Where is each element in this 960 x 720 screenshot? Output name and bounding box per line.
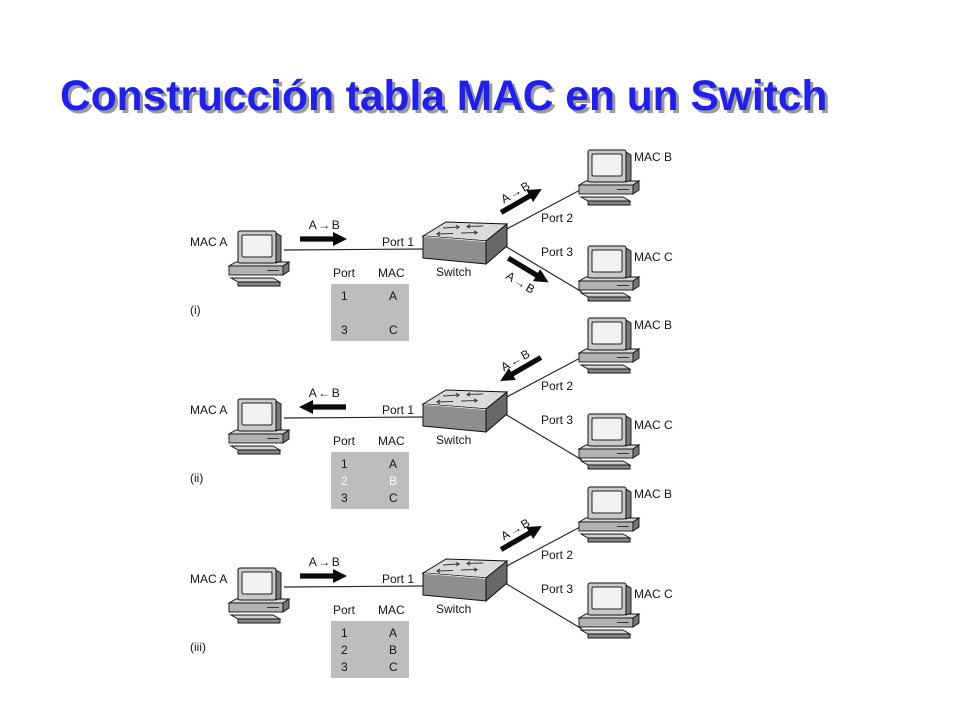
link-port-3-mac-c	[499, 410, 583, 461]
link-port-3-mac-c	[499, 579, 583, 630]
frame-label-port-1: A→B	[309, 218, 342, 232]
panel-tag: (iii)	[190, 640, 206, 654]
panel-i: MAC A MAC B MAC C Port 1 Port 2 Port 3 S…	[190, 149, 673, 341]
mac-table-header-port: Port	[333, 266, 356, 280]
mac-table-cell-port: 3	[341, 323, 348, 337]
mac-table-cell-mac: C	[389, 323, 398, 337]
panel-tag: (i)	[190, 303, 201, 317]
mac-table-header-mac: MAC	[378, 603, 405, 617]
mac-b-computer-icon	[578, 149, 640, 206]
link-mac-a-port-1	[283, 416, 425, 419]
mac-a-computer-icon	[228, 567, 290, 624]
host-label-mac-b: MAC B	[634, 487, 672, 501]
panel-ii: MAC A MAC B MAC C Port 1 Port 2 Port 3 S…	[190, 317, 673, 509]
frame-label-port-1: A←B	[309, 386, 342, 400]
switch-icon	[422, 558, 508, 602]
host-label-mac-a: MAC A	[190, 572, 227, 586]
mac-table: Port MAC 1 A 2 B 3 C	[331, 603, 409, 678]
port-2-label: Port 2	[541, 211, 573, 225]
mac-table-header-mac: MAC	[378, 266, 405, 280]
port-1-label: Port 1	[382, 235, 414, 249]
port-1-label: Port 1	[382, 403, 414, 417]
host-label-mac-a: MAC A	[190, 235, 227, 249]
mac-c-computer-icon	[578, 245, 640, 302]
mac-table-header-port: Port	[333, 603, 356, 617]
frame-label-port-1: A→B	[309, 555, 342, 569]
mac-table-cell-port: 3	[341, 491, 348, 505]
mac-c-computer-icon	[578, 582, 640, 639]
slide-title: Construcción tabla MAC en un Switch	[60, 73, 828, 120]
link-mac-a-port-1	[283, 248, 425, 251]
arrow-right-icon	[300, 569, 347, 583]
port-2-label: Port 2	[541, 548, 573, 562]
switch-label: Switch	[436, 433, 471, 447]
mac-table-cell-mac: C	[389, 491, 398, 505]
panel-iii: MAC A MAC B MAC C Port 1 Port 2 Port 3 S…	[190, 486, 673, 678]
switch-icon	[422, 389, 508, 433]
port-2-label: Port 2	[541, 379, 573, 393]
mac-table-cell-mac-new: B	[389, 474, 397, 488]
host-label-mac-c: MAC C	[634, 418, 673, 432]
mac-table: Port MAC 1 A 2 B 3 C	[331, 434, 409, 509]
mac-table-cell-port: 2	[341, 643, 348, 657]
link-port-2-mac-b	[502, 356, 583, 400]
link-mac-a-port-1	[283, 585, 425, 588]
host-label-mac-b: MAC B	[634, 318, 672, 332]
host-label-mac-c: MAC C	[634, 587, 673, 601]
mac-table-cell-mac: B	[389, 643, 397, 657]
mac-table-cell-mac: C	[389, 660, 398, 674]
mac-a-computer-icon	[228, 398, 290, 455]
arrow-left-icon	[299, 400, 346, 414]
mac-table-cell-port: 1	[341, 457, 348, 471]
mac-b-computer-icon	[578, 486, 640, 543]
mac-table-cell-port: 1	[341, 289, 348, 303]
mac-a-computer-icon	[228, 230, 290, 287]
mac-table-cell-port-new: 2	[341, 474, 348, 488]
host-label-mac-c: MAC C	[634, 250, 673, 264]
port-3-label: Port 3	[541, 413, 573, 427]
arrow-right-icon	[300, 232, 347, 246]
panel-tag: (ii)	[190, 471, 203, 485]
switch-icon	[422, 221, 508, 265]
host-label-mac-b: MAC B	[634, 150, 672, 164]
switch-label: Switch	[436, 265, 471, 279]
mac-table-body	[331, 452, 409, 509]
mac-table-cell-port: 1	[341, 626, 348, 640]
mac-b-computer-icon	[578, 317, 640, 374]
port-3-label: Port 3	[541, 582, 573, 596]
mac-table: Port MAC 1 A 3 C	[331, 266, 409, 341]
mac-table-header-port: Port	[333, 434, 356, 448]
link-port-3-mac-c	[499, 242, 583, 293]
mac-table-cell-mac: A	[389, 457, 397, 471]
port-1-label: Port 1	[382, 572, 414, 586]
link-port-2-mac-b	[502, 525, 583, 569]
mac-table-cell-mac: A	[389, 626, 397, 640]
mac-table-cell-mac: A	[389, 289, 397, 303]
mac-table-body	[331, 621, 409, 678]
port-3-label: Port 3	[541, 245, 573, 259]
mac-table-header-mac: MAC	[378, 434, 405, 448]
mac-table-body	[331, 284, 409, 341]
mac-table-cell-port: 3	[341, 660, 348, 674]
link-port-2-mac-b	[502, 188, 583, 232]
mac-c-computer-icon	[578, 413, 640, 470]
host-label-mac-a: MAC A	[190, 403, 227, 417]
switch-label: Switch	[436, 602, 471, 616]
